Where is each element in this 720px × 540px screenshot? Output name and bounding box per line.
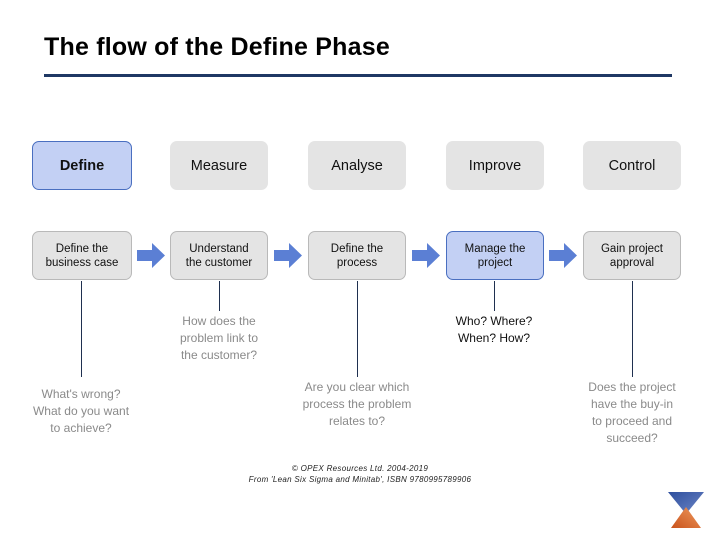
phase-box-define[interactable]: Define	[32, 141, 132, 190]
step-label-line1: Manage the	[464, 242, 526, 255]
opex-hourglass-logo-icon	[664, 489, 708, 531]
note-business-case: What's wrong? What do you want to achiev…	[6, 386, 156, 437]
footer-copyright: © OPEX Resources Ltd. 2004-2019	[291, 464, 429, 473]
note-line: Does the project	[588, 380, 676, 394]
note-process: Are you clear which process the problem …	[277, 379, 437, 430]
note-line: Who? Where?	[455, 314, 533, 328]
flow-arrow-3-icon	[412, 243, 440, 268]
step-label-line2: the customer	[185, 256, 253, 269]
phase-label: Analyse	[331, 157, 383, 174]
note-line: succeed?	[606, 431, 658, 445]
note-line: to proceed and	[591, 414, 673, 428]
connector-line-project	[494, 281, 495, 311]
note-line: What do you want	[32, 404, 130, 418]
step-box-define-business-case[interactable]: Define the business case	[32, 231, 132, 280]
step-label-line2: approval	[609, 256, 655, 269]
flow-arrow-2-icon	[274, 243, 302, 268]
phase-label: Define	[59, 157, 105, 174]
phase-box-measure[interactable]: Measure	[170, 141, 268, 190]
footer-source: From 'Lean Six Sigma and Minitab', ISBN …	[248, 475, 472, 484]
note-customer: How does the problem link to the custome…	[144, 313, 294, 364]
phase-box-analyse[interactable]: Analyse	[308, 141, 406, 190]
page-title: The flow of the Define Phase	[44, 33, 390, 61]
phase-label: Improve	[468, 157, 522, 174]
note-line: problem link to	[179, 331, 259, 345]
phase-box-control[interactable]: Control	[583, 141, 681, 190]
step-box-define-process[interactable]: Define the process	[308, 231, 406, 280]
phase-box-improve[interactable]: Improve	[446, 141, 544, 190]
flow-arrow-1-icon	[137, 243, 165, 268]
note-line: Are you clear which	[304, 380, 410, 394]
step-label-line1: Understand	[189, 242, 249, 255]
note-line: When? How?	[457, 331, 531, 345]
note-line: What's wrong?	[41, 387, 121, 401]
step-label-line2: project	[477, 256, 513, 269]
step-label-line1: Gain project	[600, 242, 663, 255]
step-label-line2: business case	[45, 256, 119, 269]
note-line: the customer?	[180, 348, 258, 362]
connector-line-business-case	[81, 281, 82, 377]
step-box-understand-customer[interactable]: Understand the customer	[170, 231, 268, 280]
step-label-line1: Define the	[55, 242, 109, 255]
note-line: relates to?	[328, 414, 386, 428]
step-box-gain-approval[interactable]: Gain project approval	[583, 231, 681, 280]
note-line: process the problem	[302, 397, 412, 411]
title-underline-rule	[44, 74, 672, 77]
note-approval: Does the project have the buy-in to proc…	[557, 379, 707, 447]
phase-label: Control	[608, 157, 656, 174]
step-label-line1: Define the	[330, 242, 384, 255]
step-label-line2: process	[336, 256, 378, 269]
note-line: How does the	[182, 314, 256, 328]
connector-line-process	[357, 281, 358, 377]
note-line: have the buy-in	[590, 397, 674, 411]
phase-label: Measure	[190, 157, 248, 174]
note-project: Who? Where? When? How?	[419, 313, 569, 347]
connector-line-approval	[632, 281, 633, 377]
flow-arrow-4-icon	[549, 243, 577, 268]
footer-credit: © OPEX Resources Ltd. 2004-2019 From 'Le…	[0, 463, 720, 485]
step-box-manage-project[interactable]: Manage the project	[446, 231, 544, 280]
connector-line-customer	[219, 281, 220, 311]
note-line: to achieve?	[50, 421, 112, 435]
